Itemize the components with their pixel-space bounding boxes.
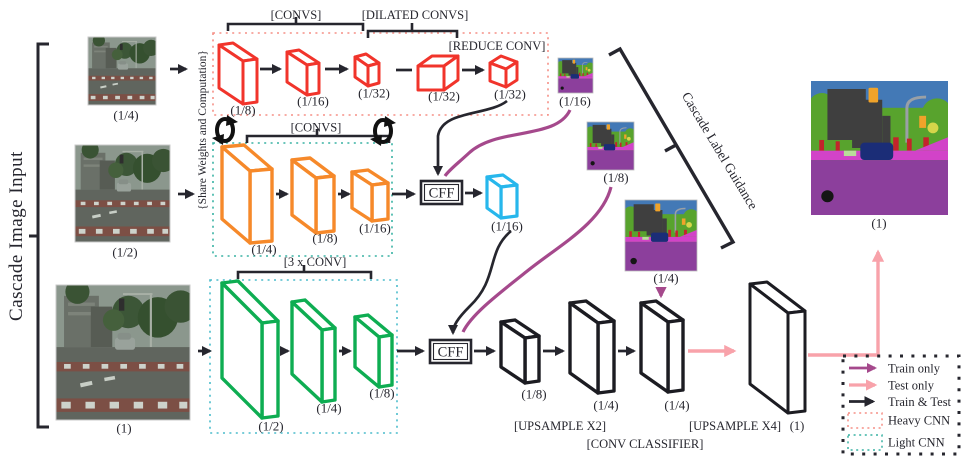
- cff-label-1: CFF: [429, 186, 455, 202]
- legend-border: [841, 354, 961, 456]
- upsample-x4-label: [UPSAMPLE X4]: [689, 419, 781, 433]
- share-weights-label: {Share Weights and Computation}: [197, 50, 209, 210]
- guidance-scale-2: (1/8): [603, 170, 628, 185]
- legend-train-only-label: Train only: [888, 362, 941, 376]
- upsample-box-full: [748, 280, 807, 415]
- guidance-scale-3: (1/4): [653, 271, 678, 286]
- top-box-1-32c: [488, 54, 519, 89]
- fused-scale: (1/16): [491, 219, 523, 234]
- upsample-x4-scale: (1): [790, 419, 805, 433]
- input-image-quarter: [87, 36, 157, 106]
- bottom-box-1-8: [353, 313, 394, 389]
- share-weights-icon-left: [212, 115, 238, 145]
- top-convs-label: [CONVS]: [271, 8, 322, 22]
- guidance-label-1-8: [586, 121, 635, 171]
- train-test-arrows: [170, 63, 637, 357]
- input-scale-full: (1): [116, 421, 131, 436]
- heavy-cnn-region: [212, 32, 549, 116]
- top-scale-3: (1/32): [358, 86, 390, 101]
- classifier-scale-3: (1/4): [664, 398, 689, 413]
- conv-classifier-label: [CONV CLASSIFIER]: [587, 437, 704, 451]
- train-only-curves: [443, 109, 667, 333]
- cff-box-1: CFF: [419, 179, 464, 206]
- light-cnn-region-bottom: [209, 279, 398, 434]
- input-bracket: [29, 42, 49, 429]
- legend-train-test-label: Train & Test: [888, 395, 952, 409]
- mid-box-1-16: [350, 168, 390, 223]
- dilated-convs-label: [DILATED CONVS]: [362, 8, 469, 22]
- mid-box-1-8: [290, 156, 336, 235]
- mid-branch-feature-maps: [220, 143, 390, 245]
- bottom-box-1-2: [220, 279, 280, 420]
- legend-heavy-cnn-label: Heavy CNN: [888, 414, 950, 428]
- input-image-full: [55, 284, 191, 421]
- classifier-feature-maps: [499, 299, 685, 395]
- bottom-box-1-4: [290, 298, 337, 404]
- legend: Train only Test only Train & Test Heavy …: [841, 354, 961, 456]
- classifier-box-1-8: [499, 318, 541, 385]
- mid-convs-label: [CONVS]: [291, 121, 342, 135]
- top-box-1-16: [285, 48, 321, 97]
- bottom-convs-label: [3 x CONV]: [284, 255, 347, 269]
- classifier-box-1-4b: [639, 299, 685, 394]
- input-scale-half: (1/2): [112, 245, 137, 260]
- cff-label-2: CFF: [438, 345, 464, 361]
- bottom-scale-3: (1/8): [369, 386, 394, 401]
- output-scale: (1): [871, 216, 886, 231]
- guidance-label-1-16: [557, 57, 594, 94]
- fused-box-1-16: [485, 173, 519, 220]
- classifier-scale-2: (1/4): [593, 398, 618, 413]
- cascade-image-input-label: Cascade Image Input: [6, 151, 27, 321]
- top-scale-4: (1/32): [428, 89, 460, 104]
- share-weights-icon-right: [370, 116, 396, 146]
- upsample-x2-label: [UPSAMPLE X2]: [514, 419, 606, 433]
- legend-heavy-cnn-swatch: [847, 412, 883, 429]
- top-scale-2: (1/16): [297, 94, 329, 109]
- classifier-box-1-4a: [568, 299, 616, 395]
- guidance-bracket: [608, 46, 736, 250]
- top-scale-5: (1/32): [494, 87, 526, 102]
- bottom-scale-2: (1/4): [316, 401, 341, 416]
- output-image: [811, 81, 948, 215]
- cff-box-2: CFF: [428, 338, 473, 365]
- top-box-1-32b: [416, 54, 460, 92]
- top-branch-feature-maps: [217, 41, 519, 106]
- legend-light-cnn-label: Light CNN: [888, 436, 945, 450]
- legend-light-cnn-swatch: [847, 434, 883, 451]
- top-scale-1: (1/8): [230, 103, 255, 118]
- reduce-conv-label: [REDUCE CONV]: [449, 39, 546, 53]
- legend-test-only-label: Test only: [888, 379, 935, 393]
- guidance-label-1-4: [624, 199, 698, 272]
- top-box-1-32a: [353, 52, 381, 88]
- bottom-branch-feature-maps: [220, 279, 394, 420]
- mid-scale-3: (1/16): [359, 221, 391, 236]
- bottom-scale-1: (1/2): [258, 419, 283, 434]
- mid-scale-2: (1/8): [312, 231, 337, 246]
- mid-scale-1: (1/4): [251, 242, 276, 257]
- mid-box-1-4: [220, 143, 274, 245]
- classifier-scale-1: (1/8): [521, 387, 546, 402]
- guidance-scale-1: (1/16): [559, 94, 591, 109]
- top-box-1-8: [217, 41, 259, 106]
- input-scale-quarter: (1/4): [113, 108, 138, 123]
- input-image-half: [74, 144, 171, 243]
